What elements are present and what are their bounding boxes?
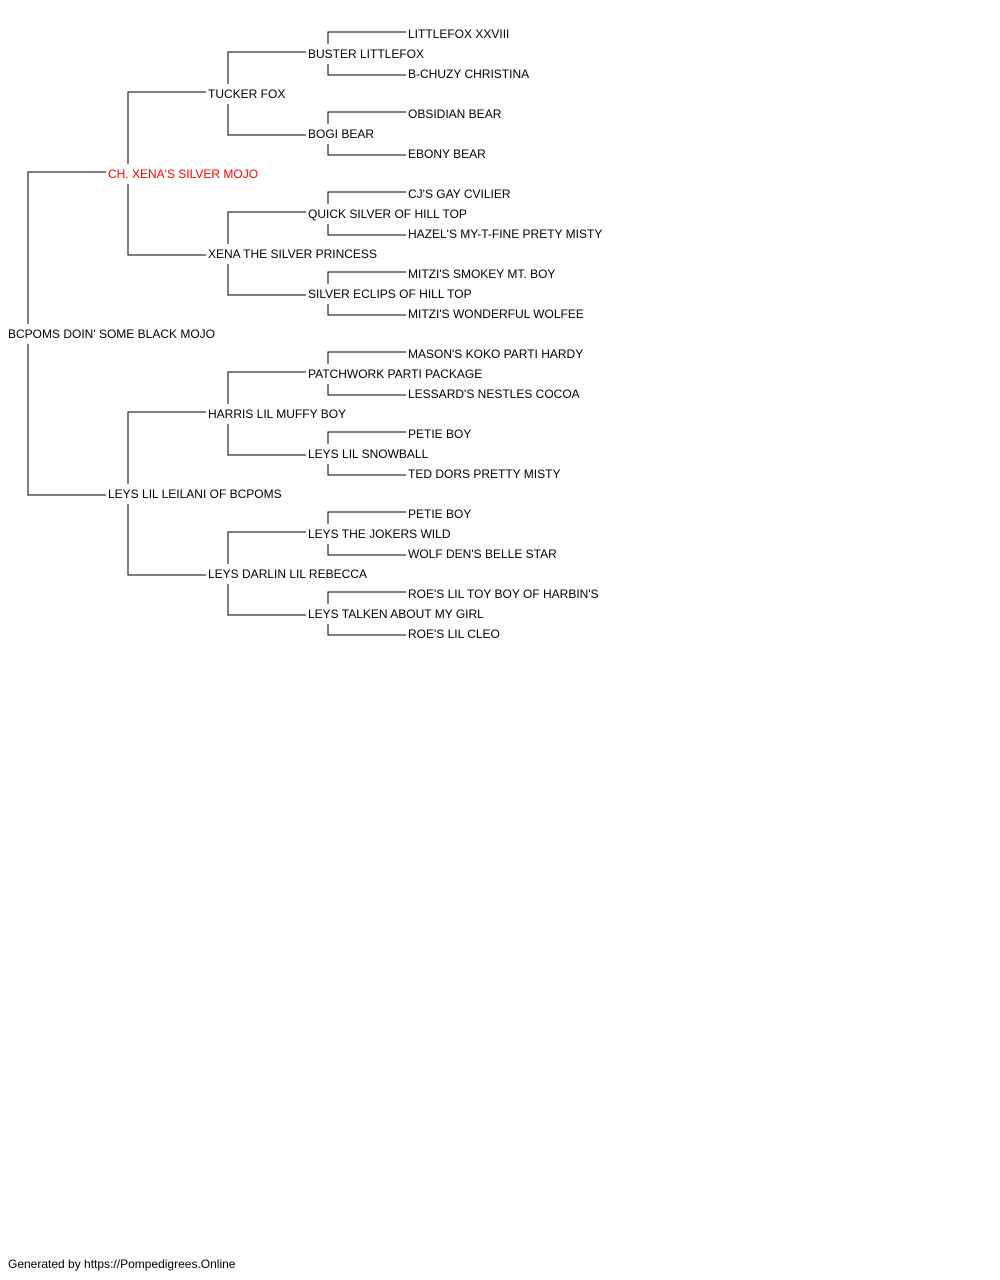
ancestor-name-gen4: MITZI'S WONDERFUL WOLFEE (408, 307, 584, 321)
ancestor-name-gen3: QUICK SILVER OF HILL TOP (308, 207, 467, 221)
sire-connector-line (327, 111, 406, 124)
ancestor-name-gen4: EBONY BEAR (408, 147, 486, 161)
ancestor-name-gen4: CJ'S GAY CVILIER (408, 187, 511, 201)
ancestor-name-gen3: SILVER ECLIPS OF HILL TOP (308, 287, 472, 301)
ancestor-name-gen4: OBSIDIAN BEAR (408, 107, 502, 121)
ancestor-name-gen4: TED DORS PRETTY MISTY (408, 467, 560, 481)
dam-connector-line (227, 104, 306, 136)
ancestor-name-gen4: HAZEL'S MY-T-FINE PRETY MISTY (408, 227, 602, 241)
sire-connector-line (127, 411, 206, 484)
sire-connector-line (327, 511, 406, 524)
subject-name: BCPOMS DOIN' SOME BLACK MOJO (8, 327, 215, 341)
dam-connector-line (327, 224, 406, 236)
ancestor-name-gen4: MITZI'S SMOKEY MT. BOY (408, 267, 555, 281)
sire-connector-line (127, 91, 206, 164)
sire-connector-line (327, 191, 406, 204)
ancestor-name-gen1: CH. XENA'S SILVER MOJO (108, 167, 258, 181)
ancestor-name-gen1: LEYS LIL LEILANI OF BCPOMS (108, 487, 282, 501)
ancestor-name-gen3: LEYS THE JOKERS WILD (308, 527, 451, 541)
sire-connector-line (227, 211, 306, 244)
ancestor-name-gen3: PATCHWORK PARTI PACKAGE (308, 367, 482, 381)
sire-connector-line (227, 531, 306, 564)
ancestor-name-gen2: HARRIS LIL MUFFY BOY (208, 407, 346, 421)
dam-connector-line (227, 264, 306, 296)
ancestor-name-gen4: ROE'S LIL TOY BOY OF HARBIN'S (408, 587, 599, 601)
sire-connector-line (327, 591, 406, 604)
dam-connector-line (327, 544, 406, 556)
dam-connector-line (327, 64, 406, 76)
ancestor-name-gen3: LEYS LIL SNOWBALL (308, 447, 429, 461)
sire-connector-line (327, 431, 406, 444)
ancestor-name-gen4: ROE'S LIL CLEO (408, 627, 500, 641)
sire-connector-line (327, 351, 406, 364)
ancestor-name-gen3: BOGI BEAR (308, 127, 374, 141)
sire-connector-line (327, 271, 406, 284)
ancestor-name-gen4: MASON'S KOKO PARTI HARDY (408, 347, 583, 361)
ancestor-name-gen3: BUSTER LITTLEFOX (308, 47, 424, 61)
dam-connector-line (127, 504, 206, 576)
ancestor-name-gen4: B-CHUZY CHRISTINA (408, 67, 529, 81)
ancestor-name-gen4: LESSARD'S NESTLES COCOA (408, 387, 580, 401)
dam-connector-line (327, 304, 406, 316)
sire-connector-line (327, 31, 406, 44)
sire-connector-line (227, 51, 306, 84)
sire-connector-line (227, 371, 306, 404)
dam-connector-line (227, 584, 306, 616)
sire-connector-line (27, 171, 106, 324)
dam-connector-line (227, 424, 306, 456)
ancestor-name-gen2: XENA THE SILVER PRINCESS (208, 247, 377, 261)
ancestor-name-gen2: TUCKER FOX (208, 87, 285, 101)
ancestor-name-gen4: PETIE BOY (408, 507, 471, 521)
dam-connector-line (327, 464, 406, 476)
ancestor-name-gen4: LITTLEFOX XXVIII (408, 27, 509, 41)
footer-credit: Generated by https://Pompedigrees.Online (8, 1257, 236, 1271)
ancestor-name-gen2: LEYS DARLIN LIL REBECCA (208, 567, 367, 581)
dam-connector-line (27, 344, 106, 496)
dam-connector-line (327, 144, 406, 156)
dam-connector-line (327, 624, 406, 636)
ancestor-name-gen4: PETIE BOY (408, 427, 471, 441)
ancestor-name-gen3: LEYS TALKEN ABOUT MY GIRL (308, 607, 484, 621)
dam-connector-line (327, 384, 406, 396)
dam-connector-line (127, 184, 206, 256)
ancestor-name-gen4: WOLF DEN'S BELLE STAR (408, 547, 557, 561)
